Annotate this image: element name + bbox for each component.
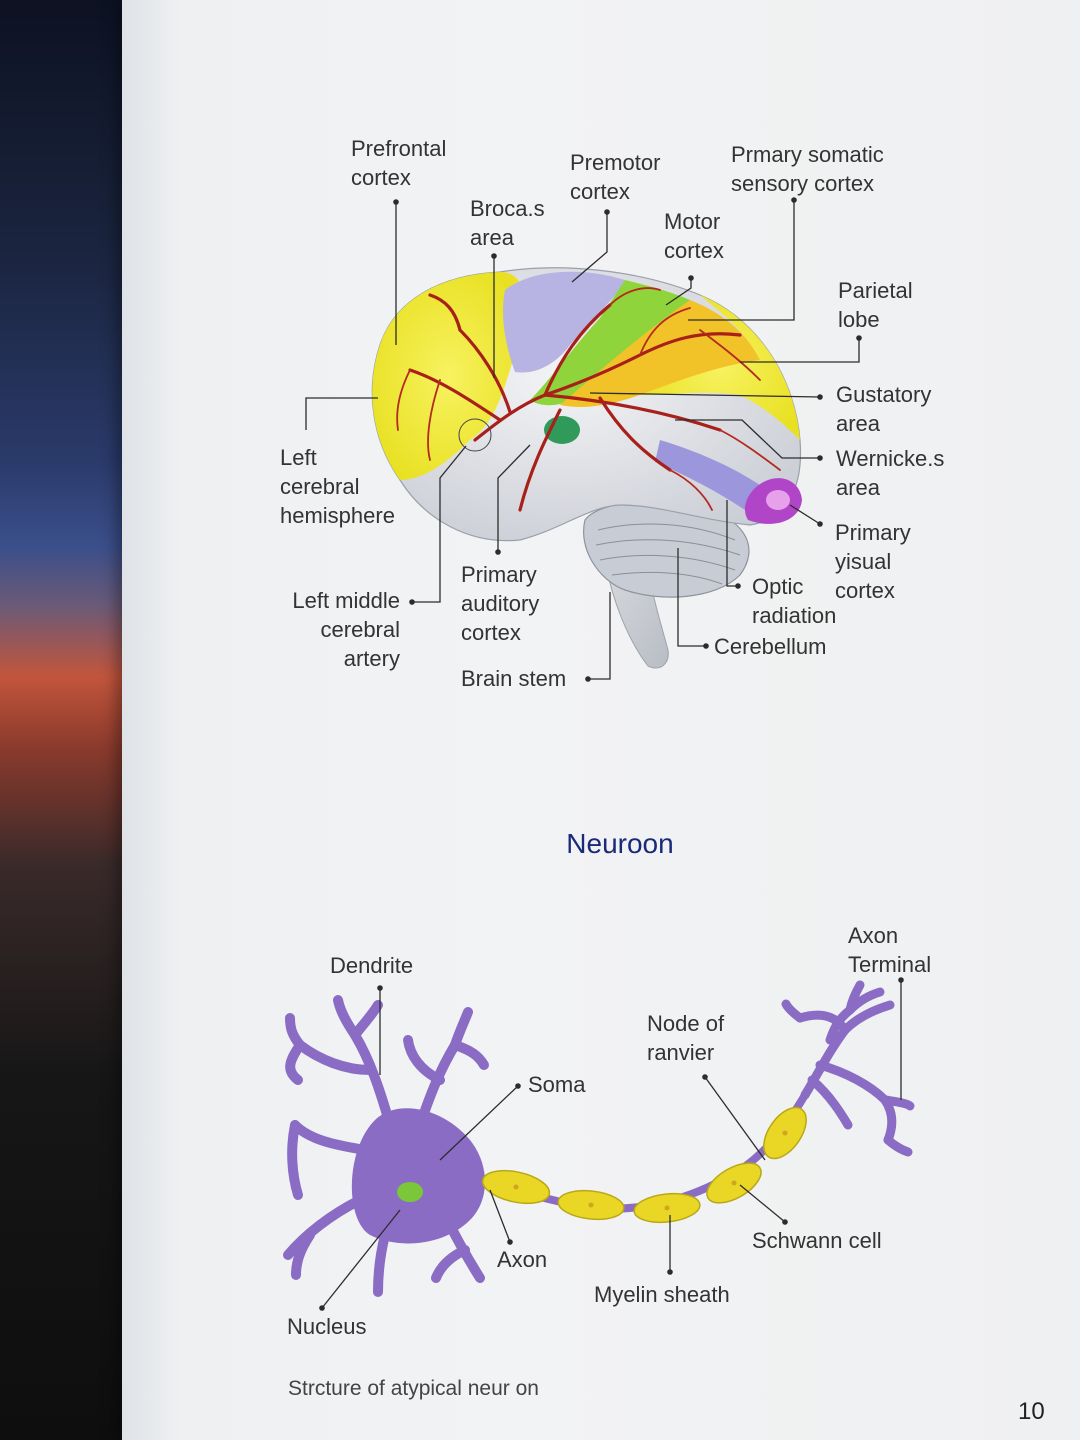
dendrites — [283, 995, 489, 1297]
label-node-of-ranvier: Node of ranvier — [647, 1011, 725, 1065]
label-cerebellum: Cerebellum — [714, 634, 827, 659]
neuron-title: Neuroon — [566, 828, 674, 859]
wernicke-region — [655, 440, 770, 511]
brain-leader-lines — [305, 200, 860, 680]
label-gustatory-area: Gustatory area — [836, 382, 932, 436]
cerebellum-folds — [595, 523, 741, 585]
axon-terminal-shape — [781, 980, 915, 1157]
label-axon-terminal: Axon Terminal — [848, 923, 932, 977]
neuron-leader-lines — [321, 980, 902, 1309]
background-photo-strip — [0, 0, 140, 1440]
label-primary-somatic-sensory-cortex: Prmary somatic sensory cortex — [731, 142, 884, 196]
neuron-caption: Strcture of atypical neur on — [288, 1377, 539, 1400]
visual-cortex-highlight — [766, 490, 790, 510]
label-left-cerebral-hemisphere: Left cerebral hemisphere — [280, 445, 395, 528]
label-parietal-lobe: Parietal lobe — [838, 278, 913, 332]
myelin-sheath-segments — [481, 1106, 807, 1224]
schwann-nuclei — [513, 1130, 788, 1211]
artery-branches — [396, 287, 781, 511]
label-myelin-sheath: Myelin sheath — [594, 1282, 730, 1307]
label-premotor-cortex: Premotor cortex — [570, 150, 661, 204]
brain-leader-dots — [393, 197, 862, 682]
brain-illustration — [371, 267, 802, 669]
label-brain-stem: Brain stem — [461, 666, 567, 691]
label-primary-auditory-cortex: Primary auditory cortex — [461, 562, 540, 645]
soma-shape — [351, 1108, 485, 1244]
label-primary-visual-cortex: Primary yisual cortex — [835, 520, 911, 603]
label-dendrite: Dendrite — [330, 953, 414, 978]
premotor-region — [503, 271, 625, 373]
parietal-region — [640, 295, 800, 440]
label-motor-cortex: Motor cortex — [664, 209, 724, 263]
label-soma: Soma — [528, 1072, 586, 1097]
label-prefrontal-cortex: Prefrontal cortex — [351, 136, 447, 190]
label-axon: Axon — [497, 1247, 548, 1272]
page-number: 10 — [1018, 1398, 1045, 1425]
neuron-leader-dots — [319, 977, 904, 1311]
motor-region — [530, 280, 690, 406]
label-schwann-cell: Schwann cell — [752, 1228, 882, 1253]
label-brocas-area: Broca.s area — [470, 196, 545, 250]
artery-origin-circle — [458, 418, 492, 452]
label-nucleus: Nucleus — [287, 1314, 367, 1339]
label-left-middle-cerebral-artery: Left middle cerebral artery — [292, 588, 400, 671]
label-optic-radiation: Optic radiation — [752, 574, 837, 628]
sensory-region — [560, 300, 760, 407]
label-wernickes-area: Wernicke.s area — [836, 446, 945, 500]
neuron-illustration — [283, 980, 915, 1297]
prefrontal-region — [372, 272, 525, 480]
nucleus-shape — [397, 1182, 423, 1202]
